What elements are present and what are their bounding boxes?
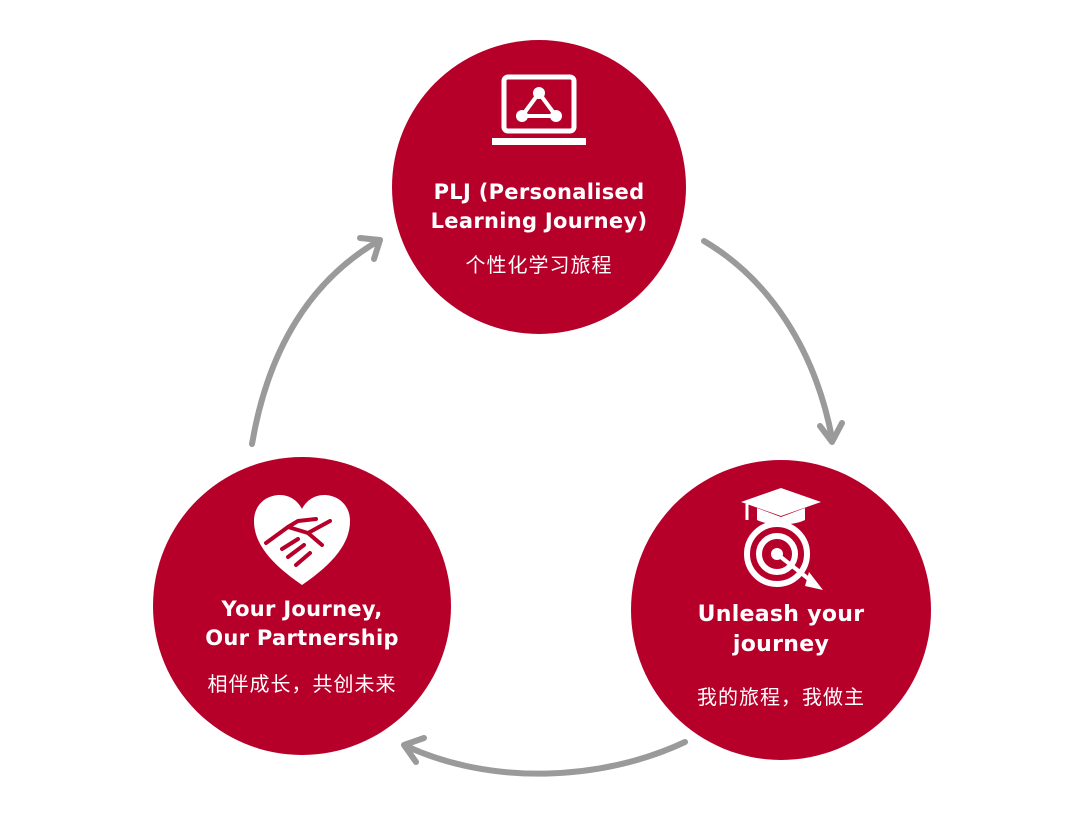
arrow-group bbox=[249, 235, 845, 777]
heart-handshake-icon bbox=[254, 495, 350, 585]
arrow-head-unleash-to-partnership bbox=[401, 735, 427, 765]
arrow-plj-to-unleash bbox=[701, 238, 835, 441]
node-plj-title-line2: Learning Journey) bbox=[430, 209, 648, 233]
node-unleash: Unleash your journey 我的旅程，我做主 bbox=[631, 460, 931, 760]
node-partnership-title: Your Journey, Our Partnership bbox=[153, 595, 451, 653]
node-partnership: Your Journey, Our Partnership 相伴成长，共创未来 bbox=[153, 457, 451, 755]
node-partnership-subtitle: 相伴成长，共创未来 bbox=[207, 672, 397, 696]
node-unleash-title: Unleash your journey bbox=[631, 600, 931, 660]
graduation-target-icon bbox=[741, 488, 823, 590]
node-unleash-subtitle: 我的旅程，我做主 bbox=[697, 685, 865, 709]
arrow-unleash-to-partnership bbox=[403, 739, 688, 777]
arrow-head-plj-to-unleash bbox=[817, 420, 845, 445]
node-plj-subtitle: 个性化学习旅程 bbox=[465, 253, 613, 277]
node-plj-title: PLJ (Personalised Learning Journey) bbox=[392, 178, 686, 236]
node-plj: PLJ (Personalised Learning Journey) 个性化学… bbox=[392, 40, 686, 334]
arrow-head-partnership-to-plj bbox=[357, 235, 383, 262]
node-unleash-title-line1: Unleash your bbox=[697, 602, 865, 627]
node-partnership-title-line1: Your Journey, bbox=[221, 597, 383, 621]
arrow-partnership-to-plj bbox=[249, 237, 383, 447]
node-plj-title-line1: PLJ (Personalised bbox=[433, 180, 645, 204]
laptop-network-icon bbox=[492, 74, 586, 145]
node-partnership-title-line2: Our Partnership bbox=[205, 626, 399, 650]
node-unleash-title-line2: journey bbox=[732, 632, 830, 657]
